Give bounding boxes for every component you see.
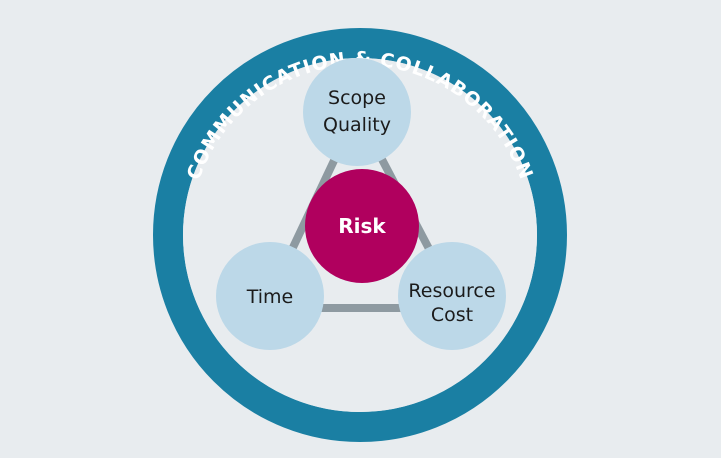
node-resource-cost-circle	[398, 242, 506, 350]
node-risk-circle	[305, 169, 419, 283]
outer-ring	[153, 28, 567, 442]
node-scope-quality: Scope Quality	[303, 58, 411, 166]
node-time-label: Time	[246, 286, 294, 308]
node-risk: Risk	[305, 169, 419, 283]
node-time: Time	[216, 242, 324, 350]
node-resource-label: Resource	[408, 280, 495, 302]
node-resource-cost: Resource Cost	[398, 242, 506, 350]
node-scope-label: Scope	[328, 87, 386, 109]
node-quality-label: Quality	[323, 114, 391, 136]
node-cost-label: Cost	[431, 304, 473, 326]
node-time-circle	[216, 242, 324, 350]
node-scope-quality-circle	[303, 58, 411, 166]
node-risk-label: Risk	[338, 214, 386, 238]
